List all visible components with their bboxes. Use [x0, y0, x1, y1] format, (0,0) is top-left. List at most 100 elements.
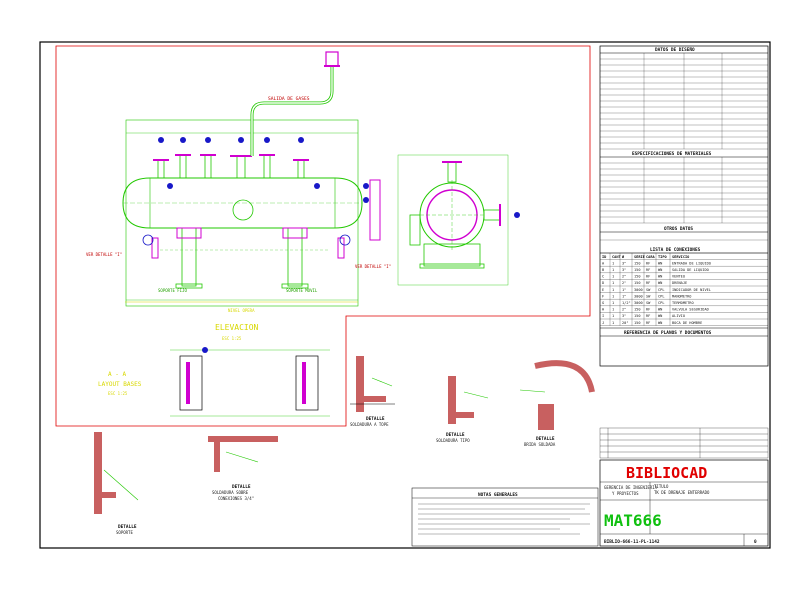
weld-details: DETALLE SOLDADURA A TOPE DETALLE SOLDADU…	[94, 356, 595, 535]
drawing-label: DETALLE	[118, 524, 137, 530]
connections-cell: 3"	[622, 261, 626, 265]
drawing-label: CONEXIONES 3/4"	[218, 496, 254, 501]
connections-cell: 150	[634, 321, 641, 325]
connections-cell: 2"	[622, 275, 626, 279]
connections-cell: RF	[646, 275, 650, 279]
connections-cell: C	[602, 275, 604, 279]
company-line-2: Y PROYECTOS	[612, 491, 639, 496]
doc-number: BIBLIO-666-11-PL-1142	[604, 539, 660, 545]
connections-cell: SW	[646, 294, 651, 298]
general-notes: NOTAS GENERALES	[411, 487, 599, 547]
connections-cell: 1	[612, 308, 614, 312]
connections-cell: 1	[612, 268, 614, 272]
connections-cell: B	[602, 268, 604, 272]
connections-cell: TERMOMETRO	[672, 301, 694, 305]
connections-cell: 1"	[622, 288, 626, 292]
connections-cell: RF	[646, 261, 650, 265]
notas-heading: NOTAS GENERALES	[478, 492, 518, 498]
connections-header-cell: TIPO	[658, 255, 667, 259]
layout-bases-view: A - A LAYOUT BASES ESC 1:25	[98, 347, 330, 417]
connections-cell: 1"	[622, 294, 626, 298]
connections-cell: RF	[646, 281, 650, 285]
side-view	[363, 154, 520, 286]
code-big: MAT666	[604, 511, 662, 530]
connections-cell: CPL	[658, 301, 665, 305]
connections-cell: SW	[646, 288, 651, 292]
connections-cell: 1	[612, 301, 614, 305]
datos-diseno-heading: DATOS DE DISEÑO	[655, 46, 695, 53]
connections-header-cell: ID	[602, 255, 606, 259]
inlet-pipe	[250, 66, 334, 156]
detail-3: DETALLE BRIDA SOLDADA	[519, 360, 595, 447]
soporte-movil-label: SOPORTE MOVIL	[286, 288, 318, 293]
connections-cell: WN	[658, 308, 662, 312]
detail-2: DETALLE SOLDADURA TIPO	[436, 376, 489, 443]
connections-cell: VALVULA SEGURIDAD	[672, 308, 709, 312]
especificaciones-heading: ESPECIFICACIONES DE MATERIALES	[632, 151, 712, 157]
connections-cell: 3000	[634, 301, 643, 305]
saddle-right	[281, 227, 309, 289]
referencia-heading: REFERENCIA DE PLANOS Y DOCUMENTOS	[624, 330, 712, 336]
revision-block	[599, 427, 769, 459]
connections-cell: INDICADOR DE NIVEL	[672, 288, 711, 292]
detail-5: DETALLE SOPORTE	[94, 432, 139, 535]
revision-number: 0	[754, 539, 757, 545]
drawing-label: DETALLE	[536, 436, 555, 442]
connections-cell: 2"	[622, 308, 626, 312]
connections-cell: MANOMETRO	[672, 294, 691, 298]
connections-header-cell: CARA	[646, 255, 655, 259]
connections-cell: 1	[612, 288, 614, 292]
connections-cell: 150	[634, 314, 641, 318]
elevation-view: SALIDA DE GASES VER DETALLE "I" VER DETA…	[86, 51, 391, 341]
drawing-label: DETALLE	[366, 416, 385, 422]
brand-name: BIBLIOCAD	[626, 464, 707, 482]
connections-cell: RF	[646, 268, 650, 272]
connections-cell: DRENAJE	[672, 281, 687, 285]
soporte-fijo-label: SOPORTE FIJO	[158, 288, 187, 293]
connections-cell: 1	[612, 261, 614, 265]
connections-cell: WN	[658, 268, 662, 272]
connections-header-cell: Ø	[621, 254, 625, 259]
red-frame	[55, 45, 591, 427]
connections-cell: 150	[634, 308, 641, 312]
connections-cell: WN	[658, 281, 662, 285]
connections-cell: 1	[612, 314, 614, 318]
drawing-label: SOLDADURA TIPO	[436, 438, 470, 443]
drawing-label: SALIDA DE GASES	[268, 96, 310, 102]
drawing-label: DETALLE	[446, 432, 465, 438]
connections-cell: 150	[634, 261, 641, 265]
connections-cell: WN	[658, 314, 662, 318]
connections-cell: 20"	[622, 321, 629, 325]
otros-datos-heading: OTROS DATOS	[664, 226, 693, 232]
connections-cell: 1	[612, 275, 614, 279]
connections-cell: 150	[634, 281, 641, 285]
connections-cell: D	[602, 281, 604, 285]
sheet-border	[39, 41, 771, 549]
drawing-label: DETALLE	[232, 484, 251, 490]
layout-scale: ESC 1:25	[108, 391, 128, 396]
elevation-scale: ESC 1:25	[222, 336, 242, 341]
connections-cell: 3"	[622, 314, 626, 318]
connections-header-cell: SERIE	[634, 255, 645, 259]
company-line-1: GERENCIA DE INGENIERIA	[604, 485, 658, 490]
connections-cell: 2"	[622, 281, 626, 285]
connections-header-cell: SERVICIO	[672, 255, 689, 259]
connections-cell: RF	[646, 314, 650, 318]
connections-cell: ALIVIO	[672, 314, 685, 318]
data-tables: DATOS DE DISEÑO ESPECIFICACIONES DE MATE…	[599, 45, 769, 367]
lista-conexiones-heading: LISTA DE CONEXIONES	[650, 247, 701, 253]
connections-cell: 150	[634, 268, 641, 272]
connections-cell: A	[602, 261, 605, 265]
connections-cell: 3000	[634, 294, 643, 298]
drawing-label: SOLDADURA SOBRE	[212, 490, 249, 495]
connections-cell: 3000	[634, 288, 643, 292]
connections-cell: SW	[646, 301, 651, 305]
drawing-label: SOLDADURA A TOPE	[350, 422, 389, 427]
connections-cell: 1	[612, 321, 614, 325]
layout-title-a: A - A	[108, 371, 126, 378]
connections-cell: 1	[612, 294, 614, 298]
detail-4: DETALLE SOLDADURA SOBRE CONEXIONES 3/4"	[208, 436, 278, 501]
connections-cell: 1	[612, 281, 614, 285]
connections-cell: E	[602, 288, 604, 292]
